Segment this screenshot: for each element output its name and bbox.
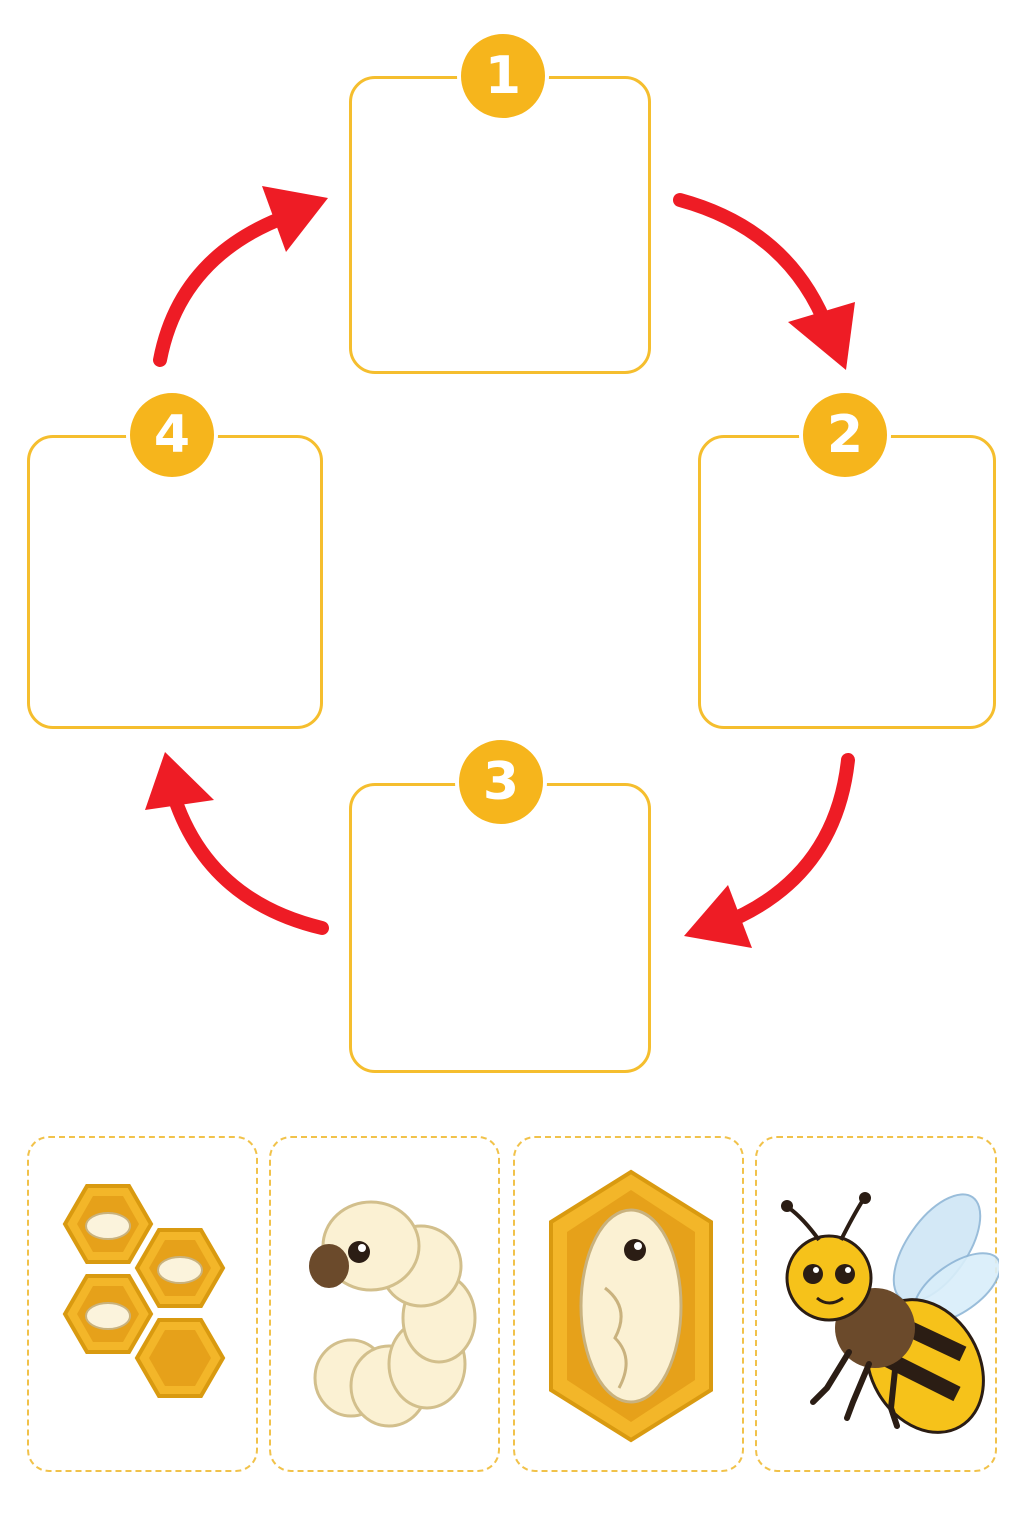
arrow-4-to-1	[153, 186, 328, 367]
stage-number-4: 4	[126, 389, 218, 481]
stage-number-3: 3	[455, 736, 547, 828]
pupa-in-cell-icon	[549, 1169, 713, 1443]
larva-icon	[309, 1200, 477, 1428]
stage-number-1: 1	[457, 30, 549, 122]
arrow-3-to-4	[145, 752, 329, 935]
stage-box-1[interactable]	[349, 76, 651, 374]
card-adult-bee[interactable]	[755, 1136, 999, 1472]
adult-bee-icon	[781, 1192, 999, 1434]
arrow-2-to-3	[684, 753, 855, 948]
card-larva[interactable]	[269, 1136, 500, 1472]
stage-number-2: 2	[799, 389, 891, 481]
arrow-1-to-2	[673, 193, 855, 370]
stage-box-3[interactable]	[349, 783, 651, 1073]
stage-box-2[interactable]	[698, 435, 996, 729]
honeycomb-eggs-icon	[62, 1184, 226, 1398]
card-eggs[interactable]	[27, 1136, 258, 1472]
card-pupa[interactable]	[513, 1136, 744, 1472]
